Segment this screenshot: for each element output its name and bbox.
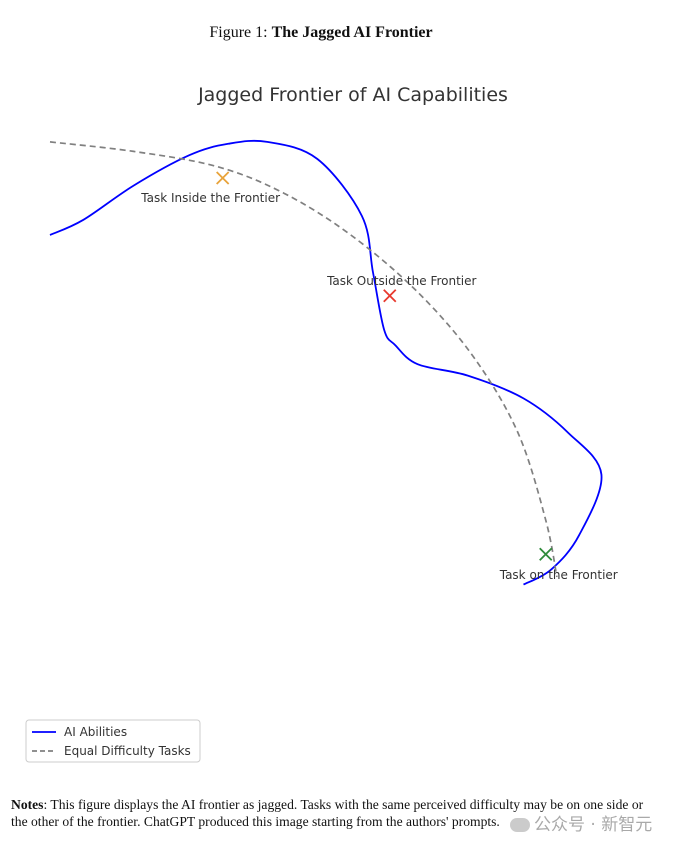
task-label: Task Outside the Frontier [326, 274, 476, 288]
task-label: Task on the Frontier [499, 568, 618, 582]
wechat-icon [510, 818, 530, 832]
legend-box [25, 719, 201, 763]
notes-text: : This figure displays the AI frontier a… [11, 797, 644, 829]
watermark: 公众号 · 新智元 [510, 810, 652, 835]
watermark-text: 公众号 · 新智元 [534, 815, 653, 835]
series-line-equal-difficulty [49, 141, 558, 578]
figure-caption: Figure 1: The Jagged AI Frontier [0, 24, 642, 42]
figure-title: The Jagged AI Frontier [271, 24, 433, 41]
legend-label: AI Abilities [64, 725, 127, 739]
series-line-ai-abilities [49, 139, 603, 586]
notes-label: Notes [11, 797, 44, 812]
task-label: Task Inside the Frontier [140, 191, 280, 205]
task-marker [216, 171, 230, 185]
task-marker [539, 547, 553, 561]
legend-label: Equal Difficulty Tasks [64, 744, 191, 758]
task-marker [383, 289, 397, 303]
chart-title: Jagged Frontier of AI Capabilities [197, 84, 508, 106]
figure-prefix: Figure 1: [209, 24, 268, 41]
figure-notes: Notes: This figure displays the AI front… [11, 796, 651, 830]
